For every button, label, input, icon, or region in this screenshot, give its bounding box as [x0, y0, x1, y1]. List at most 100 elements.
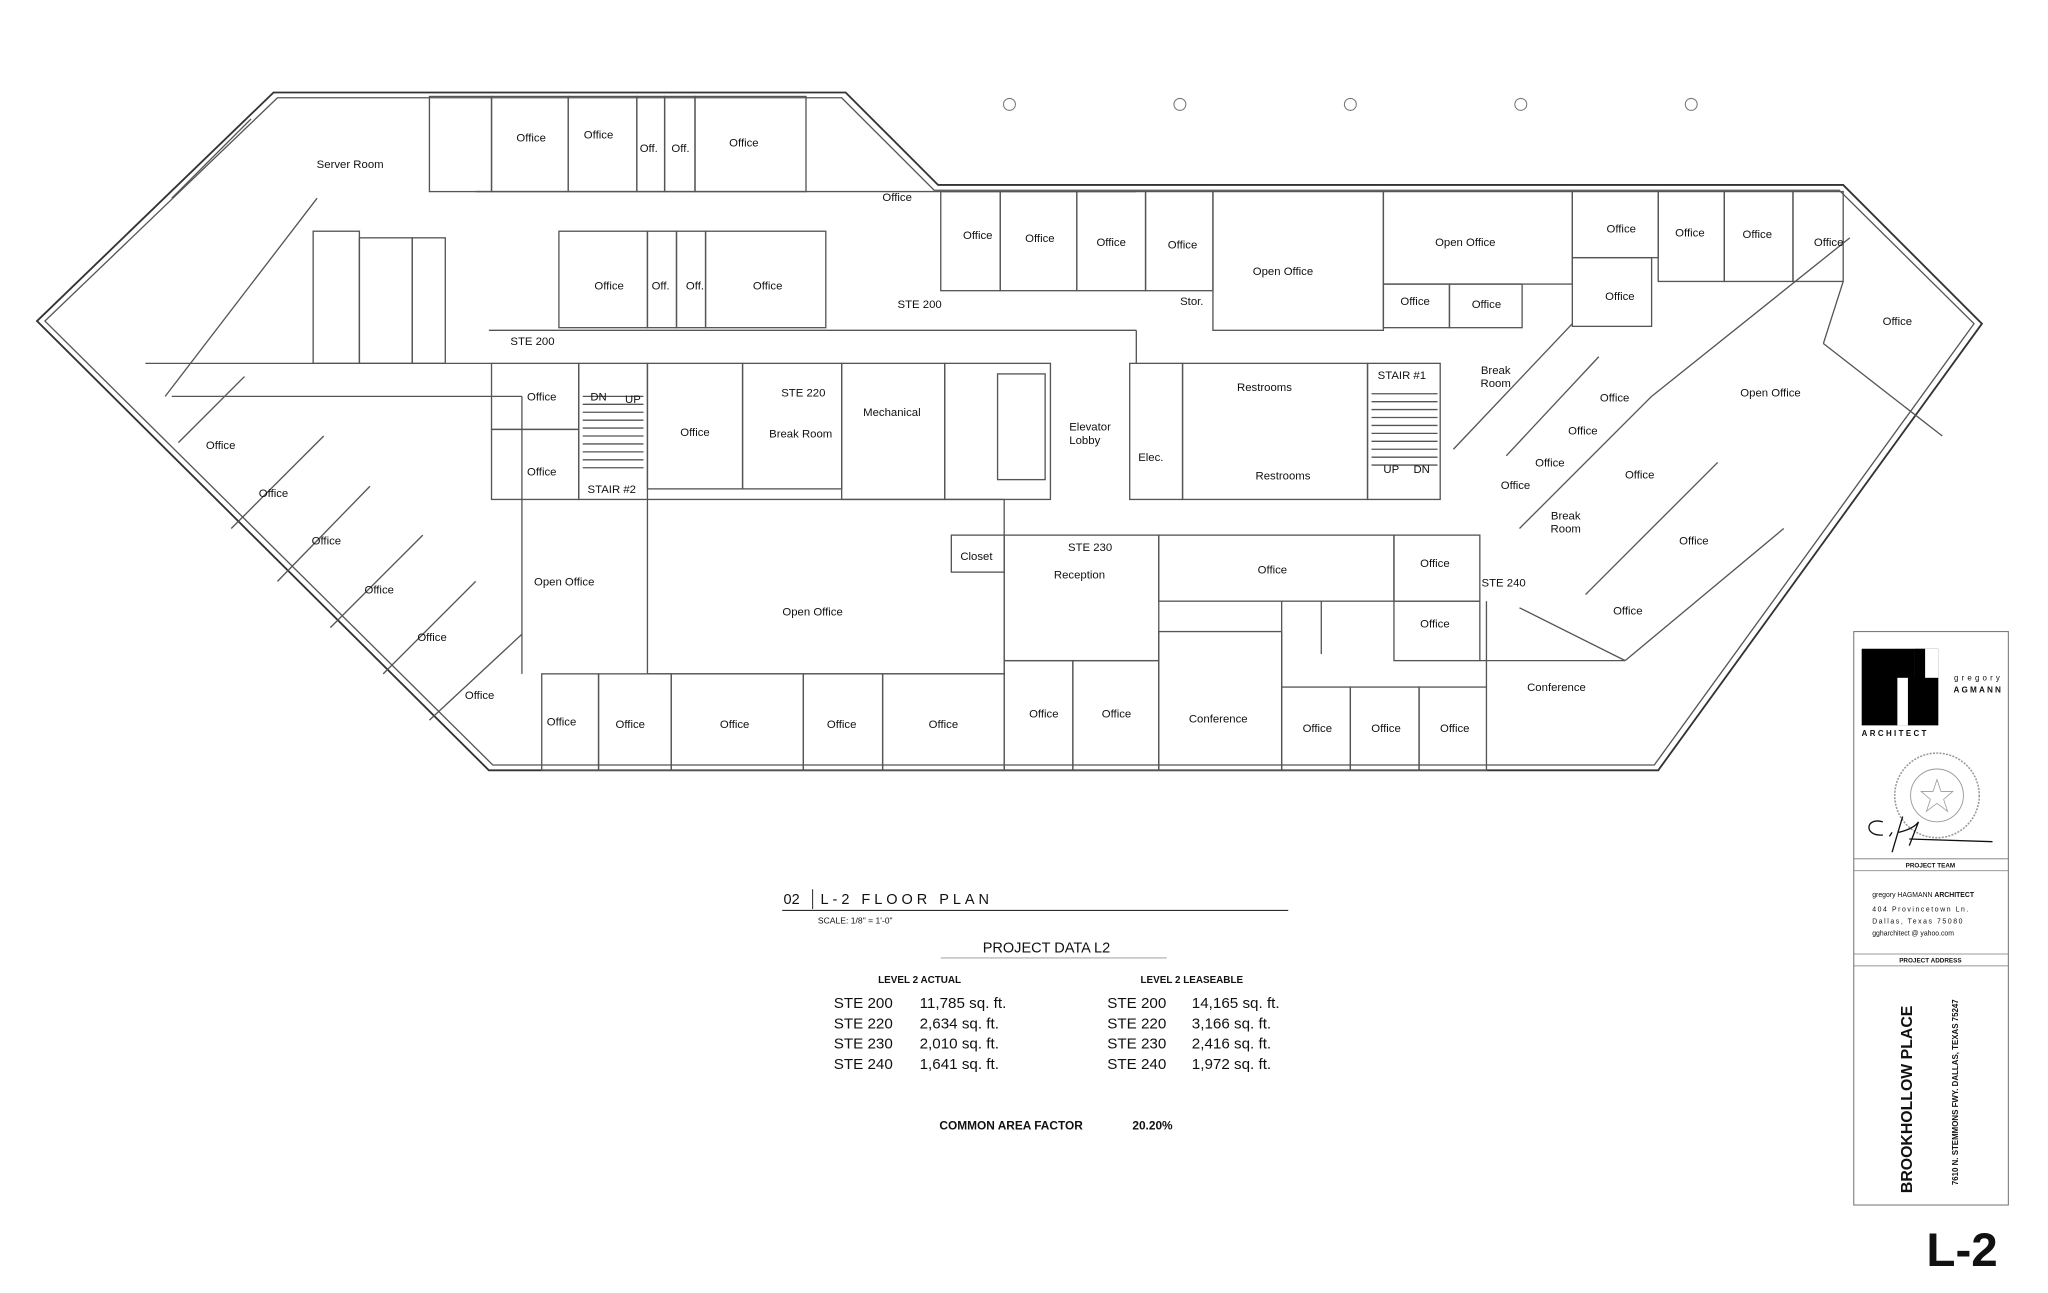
architect-seal: [1893, 752, 1981, 839]
room-label: Office: [1102, 708, 1131, 720]
project-data: PROJECT DATA L2 LEVEL 2 ACTUAL LEVEL 2 L…: [834, 941, 1280, 1133]
room-label: Office: [259, 488, 288, 500]
room-label: Office: [929, 719, 958, 731]
interior-walls: [145, 95, 1943, 771]
leaseable-area: 3,166 sq. ft.: [1192, 1015, 1271, 1032]
room-label: Off.: [652, 280, 670, 292]
room-label: Office: [720, 719, 749, 731]
room-label: Mechanical: [863, 407, 920, 419]
leaseable-area: 14,165 sq. ft.: [1192, 995, 1280, 1012]
room-label: Open Office: [1740, 387, 1800, 399]
room-label: STE 220: [781, 387, 825, 399]
actual-suite: STE 220: [834, 1015, 893, 1032]
leaseable-area: 2,416 sq. ft.: [1192, 1036, 1271, 1053]
room-label: Server Room: [317, 159, 384, 171]
drawing-number: 02: [784, 892, 800, 908]
room-label: Open Office: [782, 607, 842, 619]
room-label: Room: [1481, 378, 1511, 390]
sheet-number: L-2: [1926, 1224, 1997, 1277]
room-label: Office: [1883, 316, 1912, 328]
room-label: Office: [1420, 619, 1449, 631]
room-label: UP: [1383, 464, 1399, 476]
room-label: Elec.: [1138, 452, 1163, 464]
project-team-label: PROJECT TEAM: [1906, 862, 1956, 869]
drawing-title: 02 L-2 FLOOR PLAN SCALE: 1/8" = 1'-0": [782, 889, 1289, 926]
room-label: Office: [312, 535, 341, 547]
room-label: Break: [1551, 510, 1581, 522]
leaseable-suite: STE 200: [1107, 995, 1166, 1012]
room-label: STE 240: [1482, 578, 1526, 590]
room-label: Office: [1029, 708, 1058, 720]
room-label: Open Office: [534, 576, 594, 588]
room-label: Office: [1535, 457, 1564, 469]
common-area-value: 20.20%: [1132, 1119, 1173, 1133]
architect-logo: gregory AGMANN ARCHITECT: [1861, 648, 2003, 738]
room-label: Office: [1679, 535, 1708, 547]
room-label: Break Room: [769, 428, 832, 440]
room-label: Office: [1814, 237, 1843, 249]
actual-suite: STE 240: [834, 1056, 893, 1073]
room-label: Off.: [671, 143, 689, 155]
actual-area: 11,785 sq. ft.: [920, 995, 1007, 1012]
room-label: Office: [206, 440, 235, 452]
room-label: Office: [1258, 564, 1287, 576]
leaseable-area: 1,972 sq. ft.: [1192, 1056, 1271, 1073]
room-label: Office: [1625, 469, 1654, 481]
project-data-title: PROJECT DATA L2: [983, 941, 1110, 957]
actual-area: 2,634 sq. ft.: [920, 1015, 999, 1032]
room-label: Break: [1481, 365, 1511, 377]
room-label: Elevator: [1069, 422, 1111, 434]
room-label: Office: [417, 632, 446, 644]
room-label: Office: [1606, 224, 1635, 236]
room-label: Open Office: [1253, 266, 1313, 278]
logo-first-name: gregory: [1954, 673, 2003, 682]
building-outline-inner: [43, 97, 1975, 766]
room-label: Office: [1501, 480, 1530, 492]
room-label: Off.: [640, 143, 658, 155]
team-name: gregory HAGMANN ARCHITECT: [1872, 892, 1975, 899]
project-address-label: PROJECT ADDRESS: [1899, 958, 1961, 965]
actual-suite: STE 200: [834, 995, 893, 1012]
room-label: DN: [590, 391, 606, 403]
room-label: Office: [364, 584, 393, 596]
team-address-2: Dallas, Texas 75080: [1872, 919, 1964, 926]
building-outline: [35, 91, 1984, 772]
room-label: Office: [963, 230, 992, 242]
room-label: Restrooms: [1237, 382, 1292, 394]
actual-area: 2,010 sq. ft.: [920, 1036, 999, 1053]
room-label: Office: [527, 467, 556, 479]
room-label: Office: [465, 690, 494, 702]
room-label: STAIR #1: [1378, 370, 1426, 382]
room-label: Off.: [686, 280, 704, 292]
room-label: Office: [1605, 291, 1634, 303]
columns: [1002, 97, 1698, 111]
room-label: Office: [584, 130, 613, 142]
room-label: Office: [594, 280, 623, 292]
room-label: Office: [516, 132, 545, 144]
room-label: Office: [680, 427, 709, 439]
room-label: STE 200: [898, 299, 942, 311]
room-label: Office: [753, 280, 782, 292]
room-label: Conference: [1527, 682, 1586, 694]
room-label: Office: [1472, 299, 1501, 311]
room-label: Restrooms: [1256, 471, 1311, 483]
room-label: DN: [1413, 464, 1429, 476]
leaseable-suite: STE 240: [1107, 1056, 1166, 1073]
room-label: Office: [1096, 237, 1125, 249]
room-label: Office: [882, 192, 911, 204]
room-label: Office: [827, 719, 856, 731]
project-name: BROOKHOLLOW PLACE: [1899, 1006, 1916, 1193]
room-label: Office: [1371, 723, 1400, 735]
room-label: STE 200: [510, 336, 554, 348]
room-label: Room: [1551, 523, 1581, 535]
room-label: Open Office: [1435, 237, 1495, 249]
room-label: Office: [1613, 605, 1642, 617]
room-label: Office: [1440, 723, 1469, 735]
room-label: Office: [729, 138, 758, 150]
room-label: Office: [1303, 723, 1332, 735]
title-block: gregory AGMANN ARCHITECT PROJECT TEAM gr…: [1853, 631, 2009, 1277]
team-email: ggharchitect @ yahoo.com: [1872, 930, 1954, 937]
